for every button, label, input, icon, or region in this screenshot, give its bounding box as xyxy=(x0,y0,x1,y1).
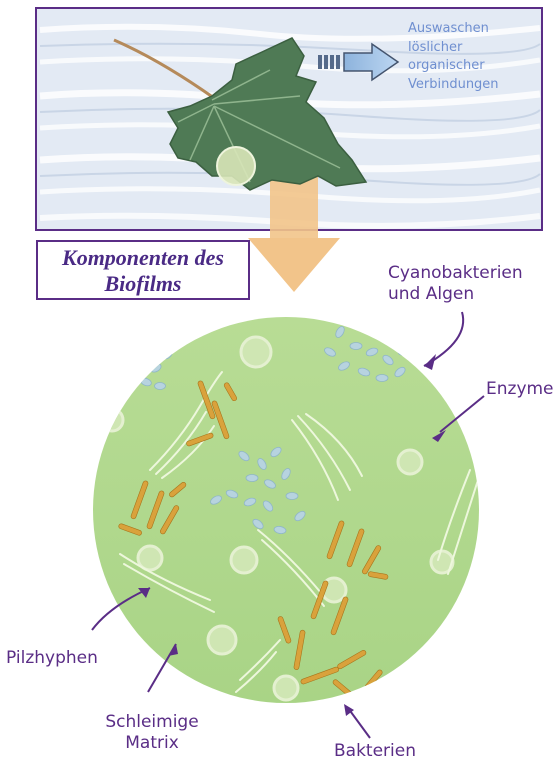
cyano-label-line: Cyanobakterien xyxy=(388,263,523,284)
cyano-label: Cyanobakterien und Algen xyxy=(388,263,523,305)
washout-line: organischer xyxy=(408,57,499,76)
title-line: Komponenten des xyxy=(38,245,248,271)
bakterien-label: Bakterien xyxy=(334,741,416,762)
washout-line: Auswaschen xyxy=(408,20,499,39)
enzyme-label: Enzyme xyxy=(486,379,554,400)
matrix-label-line: Schleimige xyxy=(92,712,212,733)
washout-line: Verbindungen xyxy=(408,76,499,95)
washout-label: Auswaschen löslicher organischer Verbind… xyxy=(408,20,499,94)
cyano-label-line: und Algen xyxy=(388,284,523,305)
pilz-label: Pilzhyphen xyxy=(6,648,98,669)
matrix-label: Schleimige Matrix xyxy=(92,712,212,754)
title-line: Biofilms xyxy=(38,271,248,297)
matrix-label-line: Matrix xyxy=(92,733,212,754)
title-box: Komponenten des Biofilms xyxy=(36,240,250,300)
washout-line: löslicher xyxy=(408,39,499,58)
biofilm-circle xyxy=(93,311,479,703)
